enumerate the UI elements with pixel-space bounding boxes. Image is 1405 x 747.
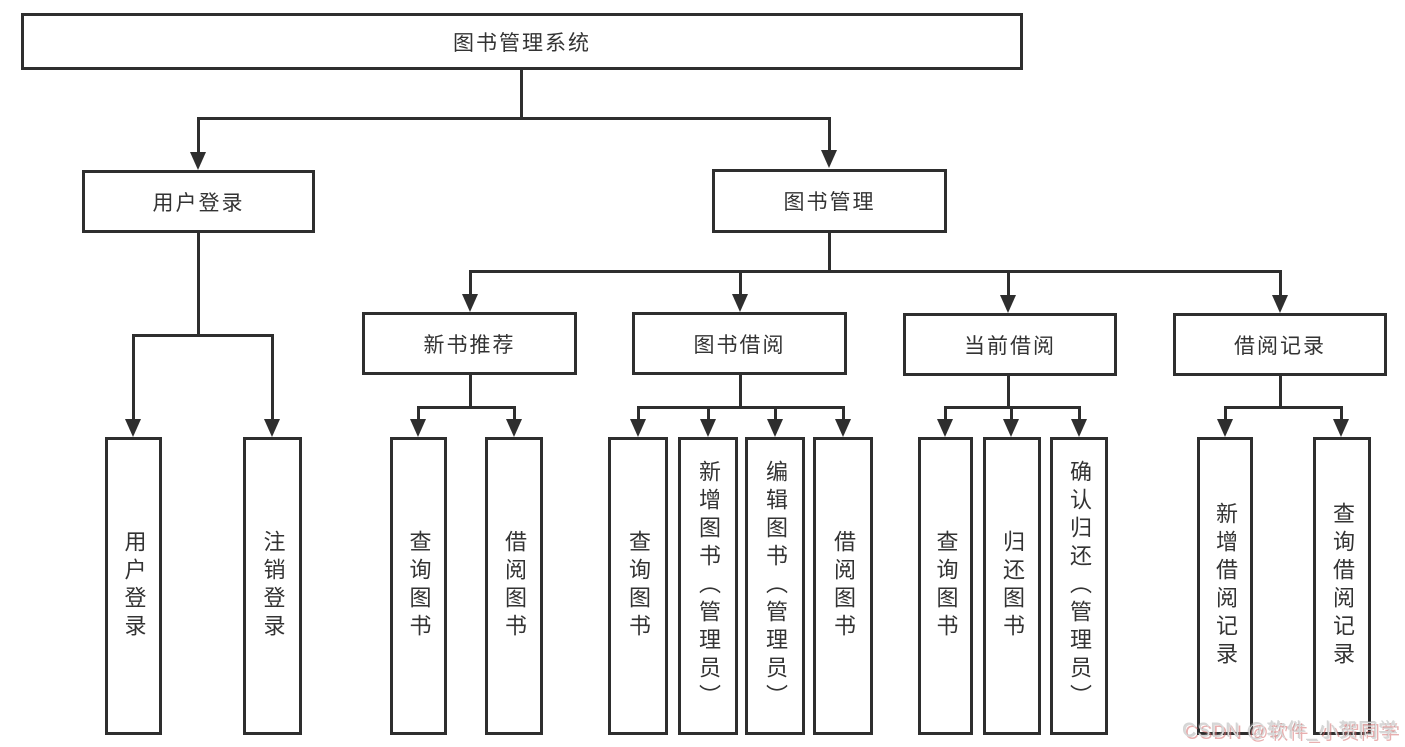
leaf-confirm-return-admin: 确认归还（管理员） — [1050, 437, 1108, 735]
arrow-down-icon — [506, 419, 522, 437]
arrow-down-icon — [700, 419, 716, 437]
connector-line — [469, 270, 1282, 273]
connector-line — [197, 117, 831, 120]
arrow-down-icon — [937, 419, 953, 437]
connector-line — [1224, 406, 1343, 409]
connector-line — [520, 69, 523, 119]
connector-line — [132, 334, 135, 421]
arrow-down-icon — [190, 152, 206, 170]
csdn-watermark: CSDN @软件_小贺同学 — [1183, 721, 1399, 742]
connector-line — [637, 406, 640, 422]
leaf-user-login: 用户登录 — [105, 437, 162, 735]
connector-line — [271, 334, 274, 421]
leaf-add-books-admin: 新增图书（管理员） — [678, 437, 738, 735]
connector-line — [1010, 406, 1013, 422]
node-new-book-recommend: 新书推荐 — [362, 312, 577, 375]
connector-line — [944, 406, 947, 422]
arrow-down-icon — [1217, 419, 1233, 437]
arrow-down-icon — [630, 419, 646, 437]
arrow-down-icon — [410, 419, 426, 437]
connector-line — [1224, 406, 1227, 422]
node-root: 图书管理系统 — [21, 13, 1023, 70]
leaf-query-books-borrowing: 查询图书 — [608, 437, 668, 735]
leaf-query-books-recommend: 查询图书 — [390, 437, 447, 735]
arrow-down-icon — [1272, 295, 1288, 313]
leaf-add-borrow-record: 新增借阅记录 — [1197, 437, 1253, 735]
leaf-query-borrow-record: 查询借阅记录 — [1313, 437, 1371, 735]
connector-line — [828, 117, 831, 153]
connector-line — [132, 334, 274, 337]
connector-line — [1279, 375, 1282, 408]
connector-line — [197, 117, 200, 155]
connector-line — [774, 406, 777, 422]
node-current-borrowing: 当前借阅 — [903, 313, 1117, 376]
connector-line — [469, 374, 472, 408]
connector-line — [707, 406, 710, 422]
node-borrow-records: 借阅记录 — [1173, 313, 1387, 376]
connector-line — [739, 374, 742, 408]
leaf-borrow-books-borrowing: 借阅图书 — [813, 437, 873, 735]
node-book-borrowing: 图书借阅 — [632, 312, 847, 375]
arrow-down-icon — [732, 294, 748, 312]
connector-line — [513, 406, 516, 422]
arrow-down-icon — [125, 419, 141, 437]
leaf-query-books-current: 查询图书 — [918, 437, 973, 735]
leaf-return-books: 归还图书 — [983, 437, 1041, 735]
leaf-logout: 注销登录 — [243, 437, 302, 735]
arrow-down-icon — [462, 294, 478, 312]
node-book-management: 图书管理 — [712, 169, 947, 233]
arrow-down-icon — [264, 419, 280, 437]
arrow-down-icon — [1071, 419, 1087, 437]
arrow-down-icon — [767, 419, 783, 437]
connector-line — [1340, 406, 1343, 422]
node-user-login: 用户登录 — [82, 170, 315, 233]
arrow-down-icon — [1000, 295, 1016, 313]
connector-line — [1007, 270, 1010, 297]
connector-line — [828, 232, 831, 273]
arrow-down-icon — [1333, 419, 1349, 437]
connector-line — [417, 406, 516, 409]
arrow-down-icon — [835, 419, 851, 437]
connector-line — [637, 406, 845, 409]
connector-line — [417, 406, 420, 422]
connector-line — [469, 270, 472, 297]
connector-line — [1078, 406, 1081, 422]
connector-line — [1279, 270, 1282, 297]
connector-line — [739, 270, 742, 297]
connector-line — [1007, 375, 1010, 408]
leaf-edit-books-admin: 编辑图书（管理员） — [745, 437, 805, 735]
connector-line — [197, 232, 200, 336]
arrow-down-icon — [821, 150, 837, 168]
leaf-borrow-books-recommend: 借阅图书 — [485, 437, 543, 735]
arrow-down-icon — [1003, 419, 1019, 437]
connector-line — [842, 406, 845, 422]
